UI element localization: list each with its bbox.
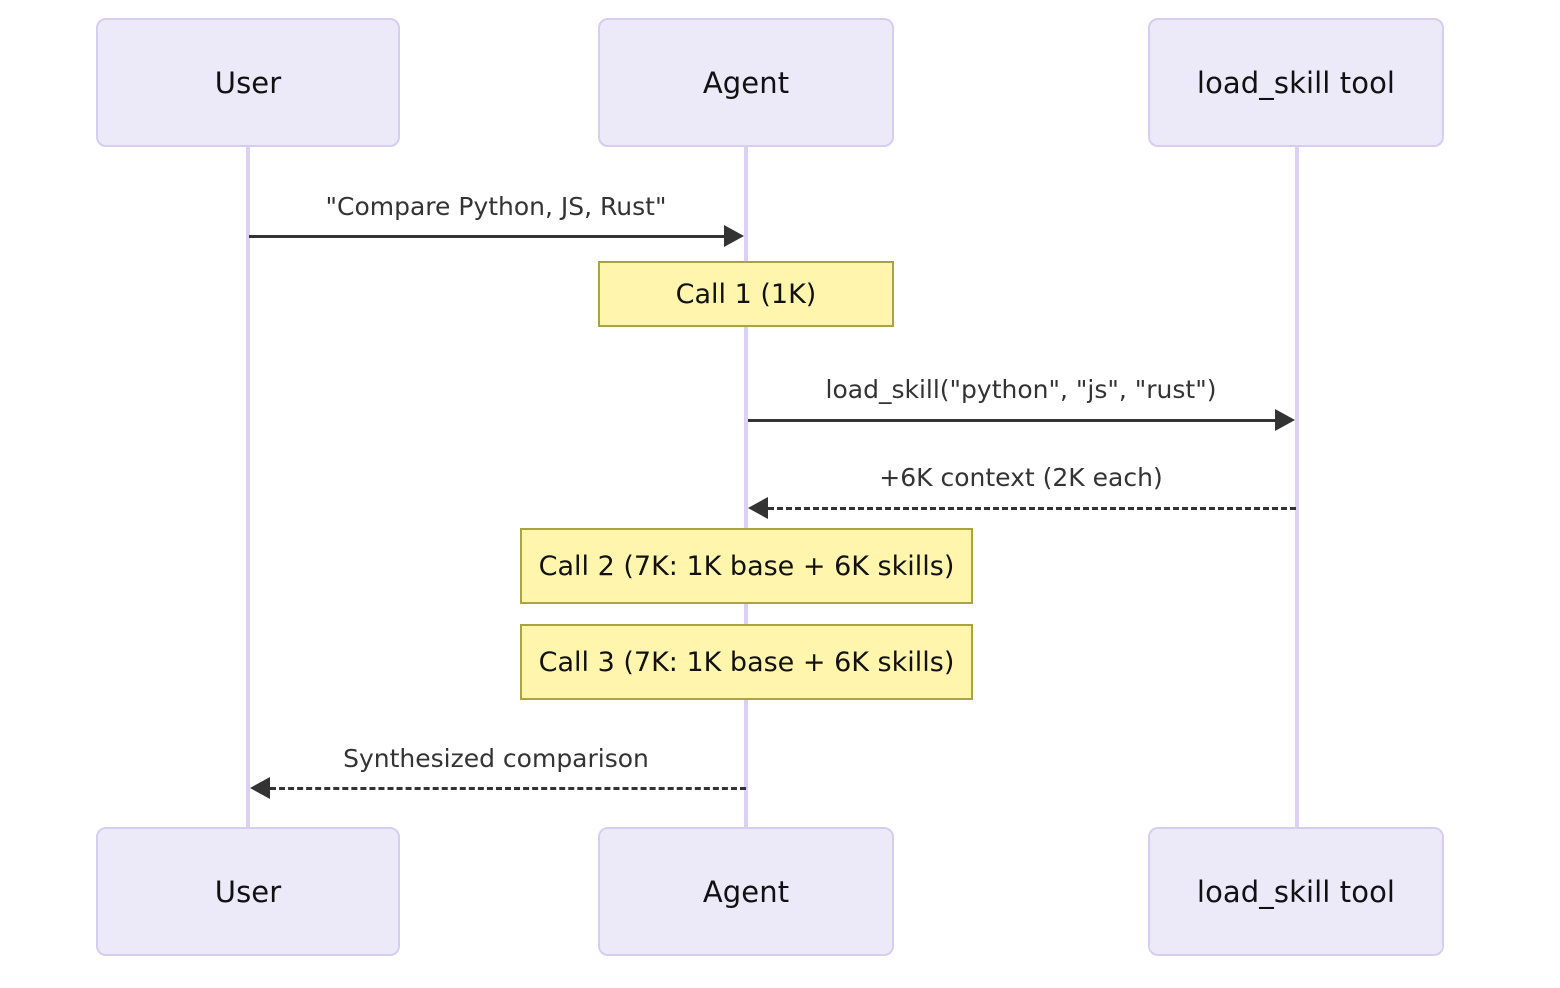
note-call-1: Call 1 (1K) xyxy=(598,261,894,327)
actor-label-user-bottom: User xyxy=(214,874,282,909)
message-line-context-return xyxy=(768,507,1296,510)
lifeline-tool xyxy=(1295,147,1299,827)
message-label-compare-request: "Compare Python, JS, Rust" xyxy=(325,192,667,221)
actor-box-tool-top[interactable]: load_skill tool xyxy=(1148,18,1444,147)
note-call-2: Call 2 (7K: 1K base + 6K skills) xyxy=(520,528,973,604)
actor-label-agent-top: Agent xyxy=(702,65,790,100)
arrowhead-compare-request xyxy=(724,225,744,247)
actor-label-user-top: User xyxy=(214,65,282,100)
message-label-context-return: +6K context (2K each) xyxy=(879,463,1163,492)
actor-box-user-top[interactable]: User xyxy=(96,18,400,147)
message-line-synthesized-comparison xyxy=(270,787,746,790)
message-label-synthesized-comparison: Synthesized comparison xyxy=(343,744,649,773)
actor-label-tool-top: load_skill tool xyxy=(1196,65,1396,100)
arrowhead-load-skill-call xyxy=(1275,409,1295,431)
actor-box-agent-top[interactable]: Agent xyxy=(598,18,894,147)
note-label-call-2: Call 2 (7K: 1K base + 6K skills) xyxy=(538,550,955,582)
message-label-load-skill-call: load_skill("python", "js", "rust") xyxy=(825,375,1217,404)
note-call-3: Call 3 (7K: 1K base + 6K skills) xyxy=(520,624,973,700)
arrowhead-synthesized-comparison xyxy=(250,777,270,799)
note-label-call-1: Call 1 (1K) xyxy=(675,278,817,310)
note-label-call-3: Call 3 (7K: 1K base + 6K skills) xyxy=(538,646,955,678)
actor-box-tool-bottom[interactable]: load_skill tool xyxy=(1148,827,1444,956)
actor-box-user-bottom[interactable]: User xyxy=(96,827,400,956)
message-line-compare-request xyxy=(249,235,725,238)
lifeline-user xyxy=(246,147,250,827)
actor-label-tool-bottom: load_skill tool xyxy=(1196,874,1396,909)
actor-label-agent-bottom: Agent xyxy=(702,874,790,909)
message-line-load-skill-call xyxy=(748,419,1276,422)
actor-box-agent-bottom[interactable]: Agent xyxy=(598,827,894,956)
lifeline-agent xyxy=(744,147,748,827)
arrowhead-context-return xyxy=(748,497,768,519)
